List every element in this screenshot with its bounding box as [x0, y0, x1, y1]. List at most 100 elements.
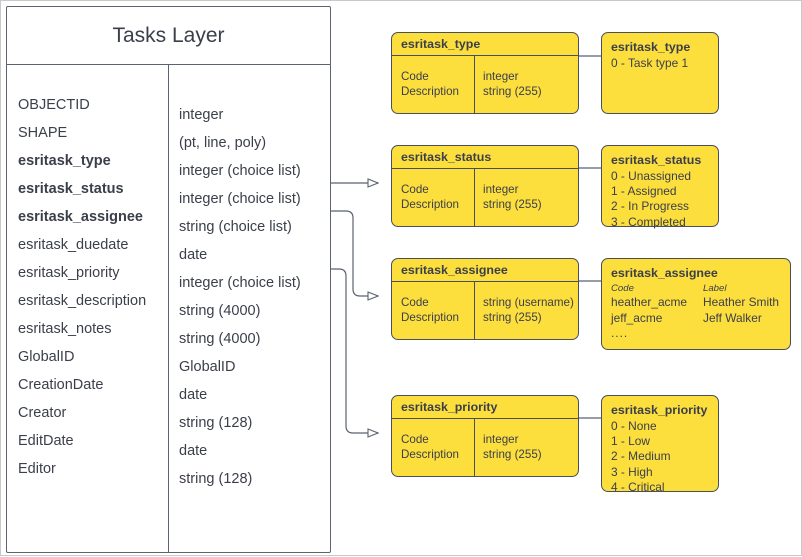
- schema-field-names: Code Description: [401, 295, 459, 325]
- schema-field-names: Code Description: [401, 69, 459, 99]
- value-box-esritask-priority: esritask_priority 0 - None 1 - Low 2 - M…: [601, 395, 719, 494]
- schema-box-esritask-priority: esritask_priority Code Description integ…: [391, 395, 579, 477]
- schema-column-divider: [474, 282, 476, 339]
- table-row: esritask_assigneestring (choice list): [7, 203, 330, 235]
- table-row: esritask_descriptionstring (4000): [7, 287, 330, 319]
- schema-column-divider: [474, 169, 476, 226]
- field-type: string (choice list): [179, 219, 292, 235]
- table-row: OBJECTID integer: [7, 91, 330, 123]
- value-box-title: esritask_priority: [611, 403, 708, 417]
- field-name: SHAPE: [18, 125, 68, 141]
- value-box-esritask-status: esritask_status 0 - Unassigned 1 - Assig…: [601, 145, 719, 229]
- value-item: 1 - Assigned: [611, 184, 677, 199]
- field-type: string (128): [179, 415, 253, 431]
- field-name: GlobalID: [18, 349, 75, 365]
- value-item: 2 - In Progress: [611, 199, 689, 214]
- value-item: 2 - Medium: [611, 449, 671, 464]
- schema-field-name: Code: [401, 433, 429, 446]
- value-label: Jeff Walker: [703, 310, 762, 325]
- table-row: EditDatedate: [7, 427, 330, 459]
- schema-field-type: string (255): [483, 311, 542, 324]
- schema-box-esritask-type: esritask_type Code Description integer s…: [391, 32, 579, 114]
- schema-box-title: esritask_type: [392, 33, 578, 56]
- schema-field-names: Code Description: [401, 432, 459, 462]
- field-type: integer: [179, 107, 224, 123]
- table-row: esritask_statusinteger (choice list): [7, 175, 330, 207]
- value-box-title: esritask_type: [611, 40, 691, 54]
- connector-assignee: [331, 210, 378, 296]
- field-type: integer (choice list): [179, 191, 301, 207]
- value-item: 0 - Task type 1: [611, 56, 689, 70]
- field-type: integer (choice list): [179, 163, 301, 179]
- table-row: Creator string (128): [7, 399, 330, 431]
- schema-field-types: integer string (255): [483, 69, 542, 99]
- field-type: string (128): [179, 471, 253, 487]
- schema-box-body: Code Description integer string (255): [392, 56, 578, 113]
- schema-box-body: Code Description integer string (255): [392, 169, 578, 226]
- schema-box-title: esritask_status: [392, 146, 578, 169]
- table-row: SHAPE(pt, line, poly): [7, 119, 330, 151]
- table-row: esritask_duedatedate: [7, 231, 330, 263]
- schema-field-types: string (username) string (255): [483, 295, 574, 325]
- field-name: esritask_type: [18, 153, 111, 169]
- schema-field-name: Code: [401, 70, 429, 83]
- schema-field-name: Code: [401, 296, 429, 309]
- table-row: esritask_notesstring (4000): [7, 315, 330, 347]
- schema-column-divider: [474, 56, 476, 113]
- value-item: 3 - High: [611, 464, 653, 479]
- value-code: jeff_acme: [611, 310, 663, 325]
- schema-box-title: esritask_assignee: [392, 259, 578, 282]
- schema-field-types: integer string (255): [483, 182, 542, 212]
- value-box-title: esritask_status: [611, 153, 702, 167]
- field-name: EditDate: [18, 433, 74, 449]
- value-row: jeff_acme Jeff Walker: [611, 311, 781, 327]
- schema-column-divider: [474, 419, 476, 476]
- field-name: Editor: [18, 461, 56, 477]
- schema-field-types: integer string (255): [483, 432, 542, 462]
- schema-field-name: Description: [401, 448, 459, 461]
- value-label: Heather Smith: [703, 295, 780, 309]
- schema-field-type: string (255): [483, 448, 542, 461]
- field-name: esritask_description: [18, 293, 147, 309]
- schema-field-names: Code Description: [401, 182, 459, 212]
- schema-field-type: string (255): [483, 85, 542, 98]
- page-title: Tasks Layer: [7, 7, 330, 65]
- table-row: Editor string (128): [7, 455, 330, 487]
- table-row: CreationDatedate: [7, 371, 330, 403]
- schema-field-type: integer: [483, 70, 519, 83]
- field-name: esritask_assignee: [18, 209, 143, 225]
- field-name: esritask_status: [18, 181, 124, 197]
- schema-field-name: Description: [401, 311, 459, 324]
- field-name: esritask_notes: [18, 321, 112, 337]
- field-name: Creator: [18, 405, 67, 421]
- schema-field-type: integer: [483, 183, 519, 196]
- schema-box-body: Code Description integer string (255): [392, 419, 578, 476]
- field-name: esritask_priority: [18, 265, 120, 281]
- value-ellipsis: ....: [611, 326, 629, 341]
- value-box-column-headers: Code Label: [611, 282, 781, 295]
- field-list: OBJECTID integer SHAPE(pt, line, poly) es…: [7, 91, 330, 487]
- value-item: 0 - None: [611, 419, 657, 433]
- value-box-title: esritask_assignee: [611, 266, 718, 280]
- field-name: CreationDate: [18, 377, 104, 393]
- connector-priority: [331, 268, 378, 433]
- field-type: string (4000): [179, 303, 261, 319]
- column-header-code: Code: [611, 283, 634, 294]
- tasks-layer-body: OBJECTID integer SHAPE(pt, line, poly) es…: [7, 65, 330, 553]
- schema-field-name: Code: [401, 183, 429, 196]
- schema-field-name: Description: [401, 198, 459, 211]
- field-name: OBJECTID: [18, 97, 90, 113]
- table-row: esritask_typeinteger (choice list): [7, 147, 330, 179]
- value-item: 0 - Unassigned: [611, 169, 691, 183]
- value-item: 3 - Completed: [611, 214, 686, 229]
- schema-field-type: string (username): [483, 296, 574, 309]
- field-name: esritask_duedate: [18, 237, 129, 253]
- schema-field-type: integer: [483, 433, 519, 446]
- schema-box-esritask-assignee: esritask_assignee Code Description strin…: [391, 258, 579, 340]
- schema-box-title: esritask_priority: [392, 396, 578, 419]
- value-item: 4 - Critical: [611, 479, 665, 494]
- field-type: string (4000): [179, 331, 261, 347]
- field-type: integer (choice list): [179, 275, 301, 291]
- column-header-label: Label: [703, 283, 727, 294]
